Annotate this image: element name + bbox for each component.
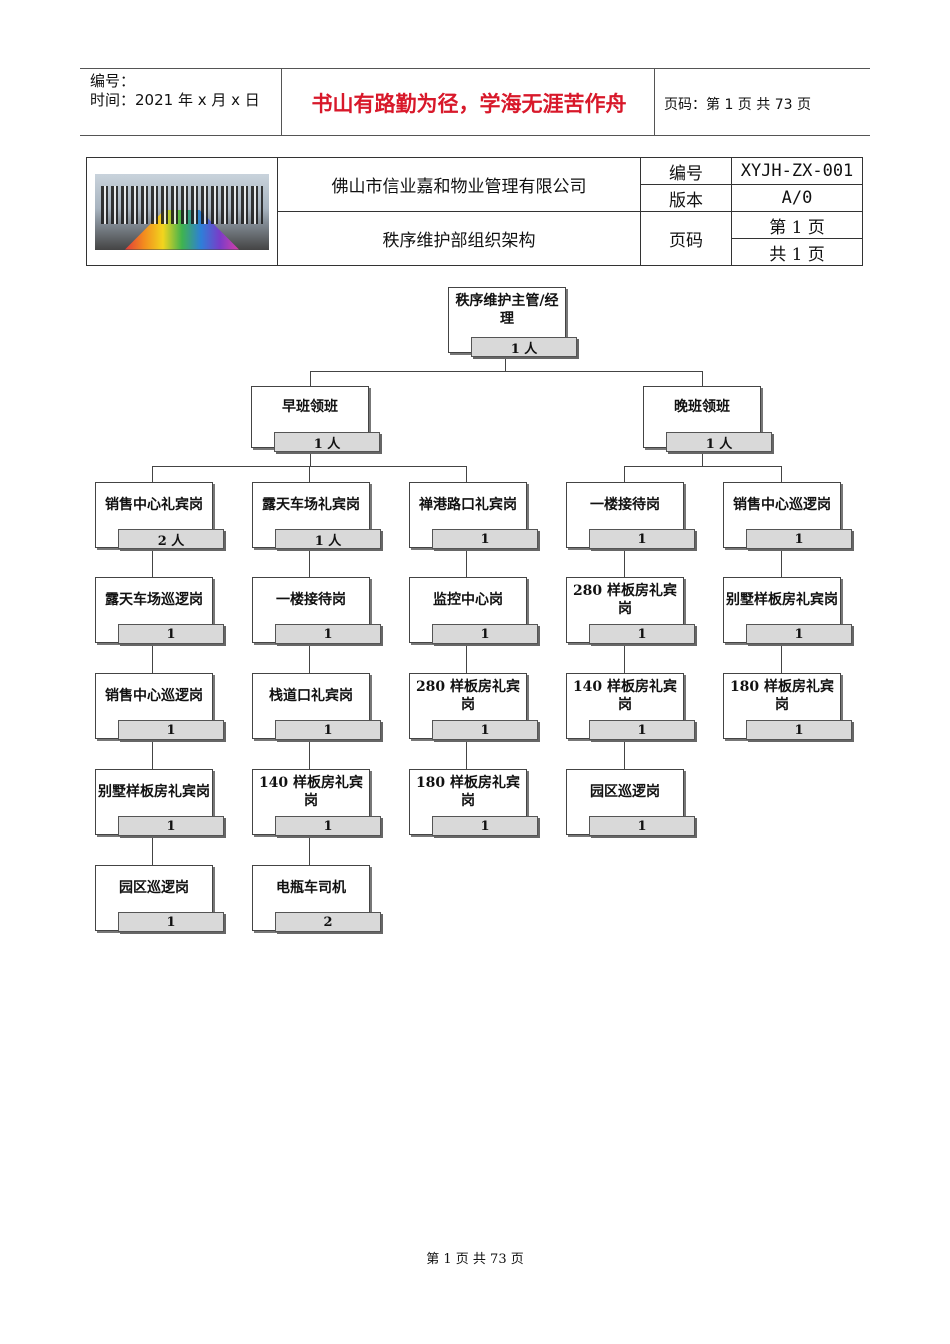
code-value: XYJH-ZX-001: [731, 157, 863, 185]
page-value: 第 1 页: [731, 211, 863, 239]
org-node-count: 2: [275, 912, 381, 932]
org-node-title: 180 样板房礼宾岗: [729, 679, 835, 713]
org-node-count: 1: [432, 624, 538, 644]
time-label: 时间：2021 年 x 月 x 日: [90, 91, 260, 109]
org-node-count: 1: [589, 529, 695, 549]
org-node-count: 1: [275, 720, 381, 740]
org-node-count: 1: [746, 720, 852, 740]
department-title: 秩序维护部组织架构: [277, 211, 641, 266]
org-node-count: 1: [275, 816, 381, 836]
org-node-count: 2 人: [118, 529, 224, 549]
org-node-title: 露天车场礼宾岗: [262, 497, 360, 513]
org-node-count: 1: [589, 816, 695, 836]
org-node-title: 一楼接待岗: [590, 497, 660, 513]
org-node-title: 禅港路口礼宾岗: [419, 497, 517, 513]
header-top-rule: [80, 68, 870, 69]
org-node-count: 1: [746, 624, 852, 644]
org-node-title: 销售中心礼宾岗: [105, 497, 203, 513]
number-label: 编号：: [90, 72, 136, 90]
org-node-title: 电瓶车司机: [276, 880, 346, 896]
org-node-title: 别墅样板房礼宾岗: [98, 784, 210, 800]
total-pages-value: 共 1 页: [731, 238, 863, 266]
page-label: 页码: [640, 211, 732, 266]
document-info-table: 佛山市信业嘉和物业管理有限公司 编号 XYJH-ZX-001 版本 A/0 秩序…: [86, 157, 863, 266]
version-value: A/0: [731, 184, 863, 212]
org-node-count: 1: [589, 624, 695, 644]
header-divider: [281, 69, 282, 136]
org-node-count: 1 人: [275, 529, 381, 549]
org-node-count: 1: [118, 624, 224, 644]
org-node-count: 1: [118, 816, 224, 836]
org-node-title: 监控中心岗: [433, 592, 503, 608]
org-node-title: 一楼接待岗: [276, 592, 346, 608]
org-node-title: 栈道口礼宾岗: [269, 688, 353, 704]
org-node-title: 销售中心巡逻岗: [105, 688, 203, 704]
org-node-count: 1 人: [274, 432, 380, 452]
org-node-title: 园区巡逻岗: [590, 784, 660, 800]
org-node-count: 1 人: [666, 432, 772, 452]
code-label: 编号: [640, 157, 732, 185]
org-node-title: 秩序维护主管/经理: [455, 293, 559, 327]
org-node-title: 280 样板房礼宾岗: [572, 583, 678, 617]
org-node-title: 140 样板房礼宾岗: [258, 775, 364, 809]
header-page-info: 页码：第 1 页 共 73 页: [664, 97, 811, 113]
org-node-title: 早班领班: [282, 399, 338, 415]
header-meta: 编号： 时间：2021 年 x 月 x 日: [90, 72, 260, 110]
org-node-title: 露天车场巡逻岗: [105, 592, 203, 608]
page-footer: 第 1 页 共 73 页: [426, 1252, 524, 1267]
org-node-title: 280 样板房礼宾岗: [415, 679, 521, 713]
org-node-count: 1: [432, 816, 538, 836]
org-node-title: 园区巡逻岗: [119, 880, 189, 896]
org-node-title: 别墅样板房礼宾岗: [726, 592, 838, 608]
org-node-count: 1: [432, 529, 538, 549]
org-node-count: 1 人: [471, 337, 577, 357]
company-name: 佛山市信业嘉和物业管理有限公司: [277, 157, 641, 212]
org-node-title: 140 样板房礼宾岗: [572, 679, 678, 713]
team-photo: [95, 173, 269, 250]
header-bottom-rule: [80, 135, 870, 136]
org-node-count: 1: [589, 720, 695, 740]
org-node-count: 1: [118, 912, 224, 932]
org-node-count: 1: [432, 720, 538, 740]
header-divider: [654, 69, 655, 136]
org-node-count: 1: [275, 624, 381, 644]
version-label: 版本: [640, 184, 732, 212]
team-photo-cell: [86, 157, 278, 266]
org-node-title: 晚班领班: [674, 399, 730, 415]
org-node-count: 1: [746, 529, 852, 549]
org-node-count: 1: [118, 720, 224, 740]
org-node-title: 销售中心巡逻岗: [733, 497, 831, 513]
org-node-title: 180 样板房礼宾岗: [415, 775, 521, 809]
motto: 书山有路勤为径，学海无涯苦作舟: [311, 91, 627, 116]
